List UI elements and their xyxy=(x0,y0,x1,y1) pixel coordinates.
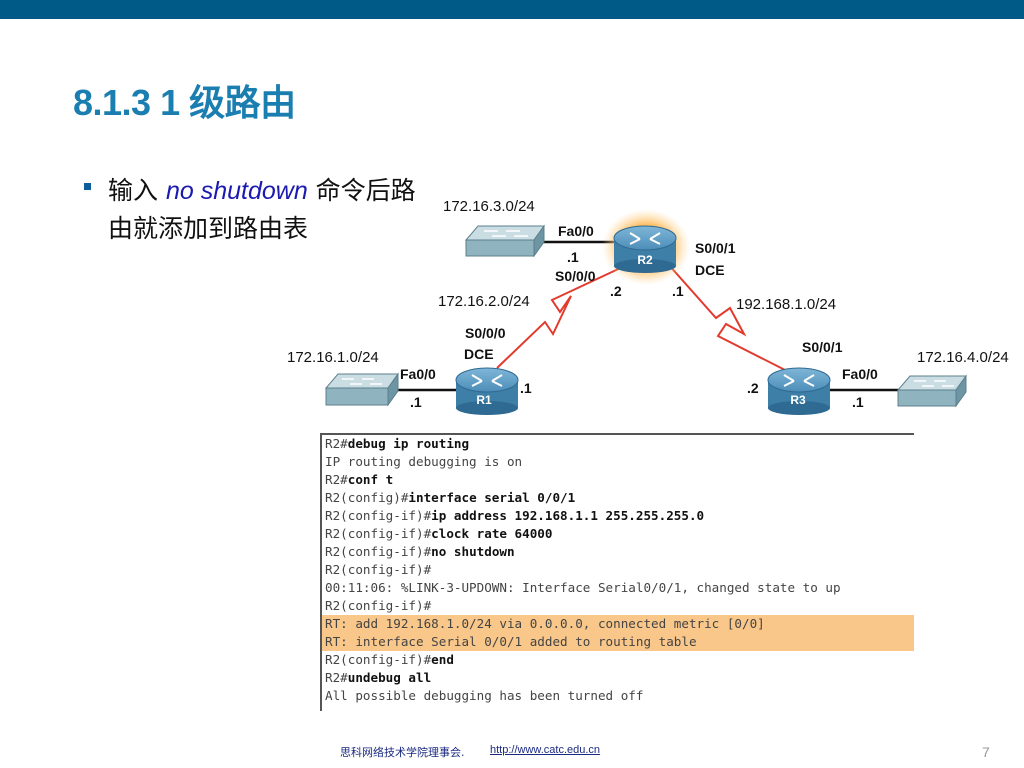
router-r2-label: R2 xyxy=(637,253,653,267)
page-number: 7 xyxy=(982,744,990,760)
console-line: R2(config-if)#no shutdown xyxy=(325,544,515,559)
console-line: R2(config-if)#ip address 192.168.1.1 255… xyxy=(325,508,705,523)
net-r1-r2-label: 172.16.2.0/24 xyxy=(438,293,530,310)
r1-s000-host-label: .1 xyxy=(520,380,532,396)
router-r2: R2 xyxy=(613,225,677,273)
r2-fa-host-label: .1 xyxy=(567,249,579,265)
bullet-text-pre: 输入 xyxy=(108,176,166,205)
serial-link-r1-r2 xyxy=(496,263,630,369)
bullet-square-icon xyxy=(84,183,91,190)
r2-s001-host-label: .1 xyxy=(672,283,684,299)
console-line: R2(config-if)# xyxy=(325,598,432,613)
footer-link[interactable]: http://www.catc.edu.cn xyxy=(490,744,601,756)
r3-s001-label: S0/0/1 xyxy=(802,339,843,355)
bullet-command: no shutdown xyxy=(165,177,308,205)
r3-fa-label: Fa0/0 xyxy=(842,366,878,382)
switch-r2-lan xyxy=(464,224,545,258)
switch-r1-lan xyxy=(324,372,399,407)
router-r1: R1 xyxy=(455,367,519,415)
console-line: 00:11:06: %LINK-3-UPDOWN: Interface Seri… xyxy=(325,580,841,595)
bullet-text: 输入 no shutdown 命令后路由就添加到路由表 xyxy=(108,172,426,248)
router-r1-label: R1 xyxy=(476,393,492,407)
net-r2-r3-label: 192.168.1.0/24 xyxy=(736,296,836,313)
console-line: R2#debug ip routing xyxy=(325,436,470,451)
console-line: R2(config-if)#end xyxy=(325,652,454,667)
router-r3-label: R3 xyxy=(790,393,806,407)
top-bar xyxy=(0,0,1024,19)
router-r3: R3 xyxy=(767,367,831,415)
r1-dce-label: DCE xyxy=(464,346,494,362)
net-r3-lan-label: 172.16.4.0/24 xyxy=(917,349,1009,366)
net-r1-lan-label: 172.16.1.0/24 xyxy=(287,349,379,366)
r2-s000-label: S0/0/0 xyxy=(555,268,596,284)
console-output: R2#debug ip routing IP routing debugging… xyxy=(320,433,914,711)
r1-fa-host-label: .1 xyxy=(410,394,422,410)
console-line-highlighted: RT: interface Serial 0/0/1 added to rout… xyxy=(322,633,914,651)
r2-fa-label: Fa0/0 xyxy=(558,223,594,239)
slide-title: 8.1.3 1 级路由 xyxy=(73,82,296,123)
bullet-text-post: 命令后路由就添加到路由表 xyxy=(108,176,416,243)
net-r2-lan-label: 172.16.3.0/24 xyxy=(443,198,535,215)
console-line: R2#conf t xyxy=(325,472,394,487)
console-line: All possible debugging has been turned o… xyxy=(325,688,644,703)
network-topology-diagram: R2 R1 R3 172.16.3.0/24 172.16.2.0/24 172… xyxy=(287,198,1009,415)
r1-s000-label: S0/0/0 xyxy=(465,325,506,341)
console-line: R2#undebug all xyxy=(325,670,432,685)
footer-text: 思科网络技术学院理事会. xyxy=(340,746,465,759)
console-line: IP routing debugging is on xyxy=(325,454,523,469)
r2-dce-label: DCE xyxy=(695,262,725,278)
r3-s001-host-label: .2 xyxy=(747,380,759,396)
r2-s001-label: S0/0/1 xyxy=(695,240,736,256)
switch-r3-lan xyxy=(896,374,967,408)
r3-fa-host-label: .1 xyxy=(852,394,864,410)
serial-link-r2-r3 xyxy=(667,263,790,373)
r1-fa-label: Fa0/0 xyxy=(400,366,436,382)
console-line: R2(config-if)#clock rate 64000 xyxy=(325,526,553,541)
console-line: R2(config)#interface serial 0/0/1 xyxy=(325,490,576,505)
r2-s000-host-label: .2 xyxy=(610,283,622,299)
console-line: R2(config-if)# xyxy=(325,562,432,577)
console-line-highlighted: RT: add 192.168.1.0/24 via 0.0.0.0, conn… xyxy=(322,615,914,633)
